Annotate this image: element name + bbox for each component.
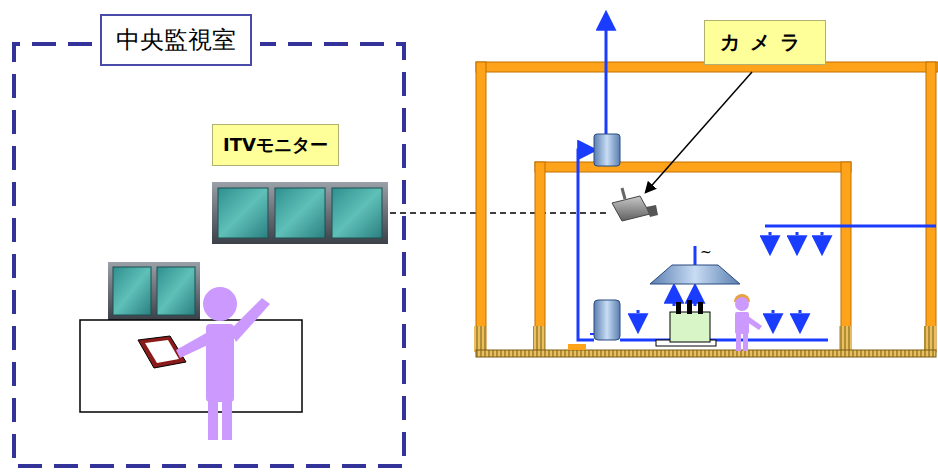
intake-fan — [594, 300, 620, 340]
itv-monitors — [212, 182, 388, 244]
exhaust-fan — [594, 134, 620, 166]
dashed-border — [14, 44, 404, 466]
worker — [734, 294, 762, 351]
hood — [650, 265, 740, 284]
operator — [176, 287, 270, 440]
tag-text: カメラ — [715, 29, 815, 56]
dashed-outline — [12, 42, 406, 468]
ac-symbol: ~ — [700, 245, 712, 259]
tablet-screen — [145, 340, 179, 363]
building — [474, 62, 938, 357]
air-flow — [638, 232, 822, 330]
desk-monitors — [108, 262, 200, 320]
label-box: カメラ — [704, 20, 826, 65]
camera — [612, 188, 658, 221]
ducts — [578, 14, 936, 340]
room-region: 中央監視室ITVモニター — [12, 42, 406, 468]
label-box: ITVモニター — [212, 124, 339, 166]
signal-line — [390, 212, 606, 214]
transformer — [568, 300, 716, 350]
room-heading: 中央監視室 — [100, 14, 252, 66]
leader-line — [646, 72, 752, 192]
desk — [80, 320, 302, 412]
tag-text: ITVモニター — [223, 133, 328, 157]
